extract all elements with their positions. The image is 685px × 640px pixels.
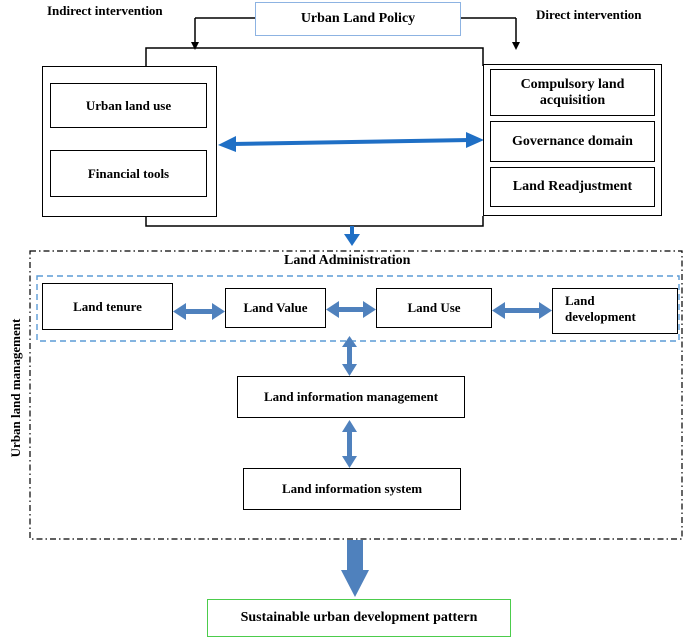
urban-land-use-box: Urban land use [50,83,207,128]
land-information-management-box: Land information management [237,376,465,418]
policy-split-connector [191,17,520,50]
intervention-bracket-top [145,47,484,66]
land-functions-frame [36,275,680,342]
function-arrows [173,301,552,320]
land-information-system-box: Land information system [243,468,461,510]
down-arrow-to-outcome [341,540,369,597]
intervention-double-arrow [218,132,484,152]
sustainable-outcome-box: Sustainable urban development pattern [207,599,511,637]
financial-tools-box: Financial tools [50,150,207,197]
land-tenure-box: Land tenure [42,283,173,330]
down-arrow-to-land-admin [344,226,360,246]
governance-domain-box: Governance domain [490,121,655,162]
land-development-box: Land development [552,288,678,334]
indirect-intervention-label: Indirect intervention [47,3,163,18]
intervention-bracket-bottom [145,216,484,227]
land-use-box: Land Use [376,288,492,328]
urban-land-policy-box: Urban Land Policy [255,2,461,36]
land-administration-title: Land Administration [284,253,411,268]
land-admin-frame [29,250,683,540]
direct-intervention-label: Direct intervention [536,7,642,22]
compulsory-land-acquisition-box: Compulsory land acquisition [490,69,655,116]
land-value-box: Land Value [225,288,326,328]
info-arrows [342,336,357,468]
land-readjustment-box: Land Readjustment [490,167,655,207]
urban-land-management-label: Urban land management [8,318,23,458]
